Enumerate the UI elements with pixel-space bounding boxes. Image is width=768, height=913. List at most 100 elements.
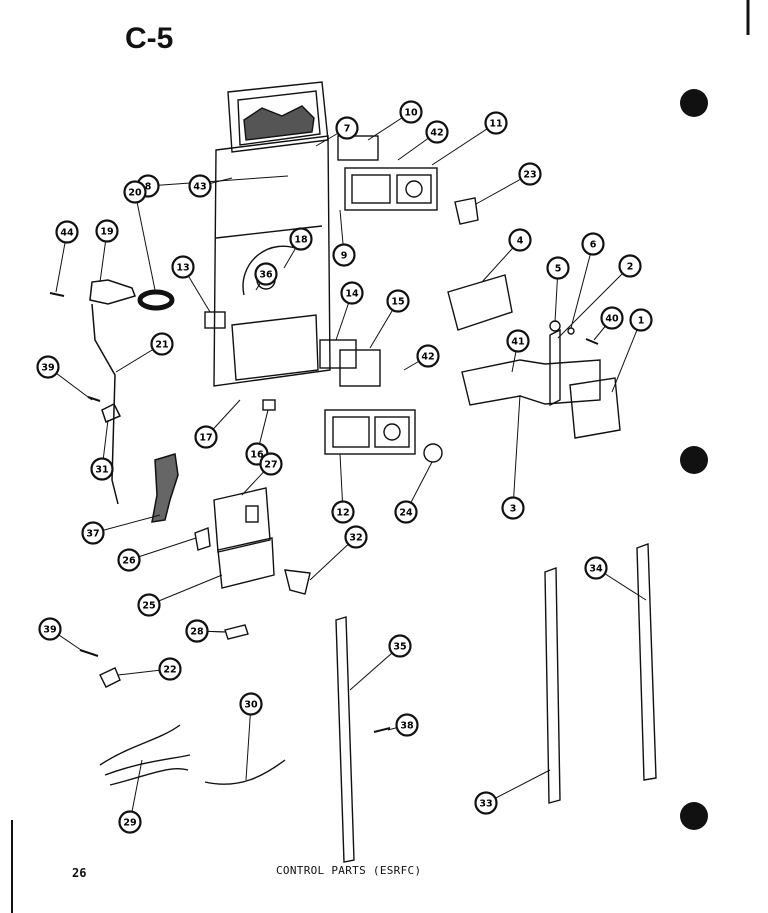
callout-circle xyxy=(158,657,182,681)
callout-42: 42 xyxy=(425,120,449,144)
callout-circle xyxy=(425,120,449,144)
harness-part-29 xyxy=(99,724,191,786)
callout-circle xyxy=(90,457,114,481)
nut-part-5 xyxy=(549,320,561,332)
switch-bracket-upper xyxy=(337,135,379,161)
callout-13: 13 xyxy=(171,255,195,279)
callout-43: 43 xyxy=(188,174,212,198)
actuator-plate-27 xyxy=(213,487,271,553)
callout-label: 22 xyxy=(163,664,176,675)
callout-30: 30 xyxy=(239,692,263,716)
callout-label: 29 xyxy=(123,817,136,828)
callout-circle xyxy=(118,810,142,834)
panel-tab-left xyxy=(204,311,226,329)
bushing-part-31 xyxy=(101,402,122,424)
control-panel-backplate xyxy=(213,135,331,387)
callout-label: 42 xyxy=(430,127,443,138)
callout-44: 44 xyxy=(55,220,79,244)
callout-circle xyxy=(618,254,642,278)
leader-lines xyxy=(47,111,647,823)
callout-label: 26 xyxy=(122,555,136,566)
screw-part-44 xyxy=(49,292,65,297)
callout-40: 40 xyxy=(600,306,624,330)
callout-35: 35 xyxy=(388,634,412,658)
bracket-part-2 xyxy=(549,328,561,407)
switch-bracket-14 xyxy=(319,339,357,369)
callout-circle xyxy=(600,306,624,330)
binder-hole-top xyxy=(680,89,708,117)
callout-circle xyxy=(581,232,605,256)
callout-38: 38 xyxy=(395,713,419,737)
knob-part-24 xyxy=(423,443,443,463)
clamp-part-22 xyxy=(99,667,121,688)
callout-circle xyxy=(508,228,532,252)
callout-label: 6 xyxy=(590,239,597,250)
callout-circle xyxy=(335,116,359,140)
binder-marks xyxy=(11,0,750,913)
callout-36: 36 xyxy=(254,262,278,286)
callout-circle xyxy=(289,227,313,251)
leader-line-33 xyxy=(485,769,551,804)
callout-label: 13 xyxy=(176,262,189,273)
callout-18: 18 xyxy=(289,227,313,251)
module-part-1 xyxy=(569,377,621,439)
callout-label: 1 xyxy=(638,315,645,326)
leader-line-30 xyxy=(245,703,252,781)
callout-label: 44 xyxy=(60,227,74,238)
callout-10: 10 xyxy=(399,100,423,124)
switch-unit-15 xyxy=(339,349,381,387)
switch-cover-12-left xyxy=(332,416,370,448)
callout-circle xyxy=(150,332,174,356)
callout-label: 15 xyxy=(391,296,404,307)
frame-part-3 xyxy=(461,359,601,406)
callout-circle xyxy=(81,521,105,545)
callout-14: 14 xyxy=(340,281,364,305)
callout-circle xyxy=(95,219,119,243)
bracket-part-4 xyxy=(447,274,513,331)
leader-line-26 xyxy=(128,537,197,561)
callout-42: 42 xyxy=(416,344,440,368)
leader-line-25 xyxy=(148,574,223,606)
lever-rod-assembly xyxy=(49,279,179,523)
callout-33: 33 xyxy=(474,791,498,815)
key-part-32 xyxy=(284,569,311,595)
binder-hole-bottom xyxy=(680,802,708,830)
rail-parts xyxy=(335,543,657,863)
switch-cover-12-right xyxy=(374,416,410,448)
callout-label: 2 xyxy=(627,261,634,272)
screw-part-39-upper xyxy=(87,396,101,402)
callout-label: 39 xyxy=(41,362,54,373)
leader-line-1 xyxy=(611,319,642,393)
callout-circle xyxy=(239,692,263,716)
control-panel-assembly xyxy=(204,81,479,463)
leader-line-6 xyxy=(570,243,594,329)
leader-line-3 xyxy=(512,394,521,509)
callout-label: 39 xyxy=(43,624,56,635)
page-caption: CONTROL PARTS (ESRFC) xyxy=(276,864,422,877)
leader-line-2 xyxy=(557,265,631,339)
callout-circle xyxy=(123,180,147,204)
spring-part-26 xyxy=(194,527,211,551)
callout-label: 11 xyxy=(489,118,502,129)
callout-41: 41 xyxy=(506,329,530,353)
callout-label: 42 xyxy=(421,351,434,362)
panel-lower-frame xyxy=(231,314,319,381)
callout-circle xyxy=(629,308,653,332)
callout-9: 9 xyxy=(332,243,356,267)
callout-34: 34 xyxy=(584,556,608,580)
callout-label: 16 xyxy=(250,449,264,460)
callout-label: 3 xyxy=(510,503,517,514)
callout-39: 39 xyxy=(36,355,60,379)
rod-part-21 xyxy=(91,303,119,505)
callout-circle xyxy=(36,355,60,379)
callout-circle xyxy=(395,713,419,737)
callout-circle xyxy=(117,548,141,572)
callout-24: 24 xyxy=(394,500,418,524)
callout-17: 17 xyxy=(194,425,218,449)
callout-5: 5 xyxy=(546,256,570,280)
lever-part-19 xyxy=(89,279,136,305)
callout-circle xyxy=(332,243,356,267)
callout-label: 38 xyxy=(400,720,414,731)
